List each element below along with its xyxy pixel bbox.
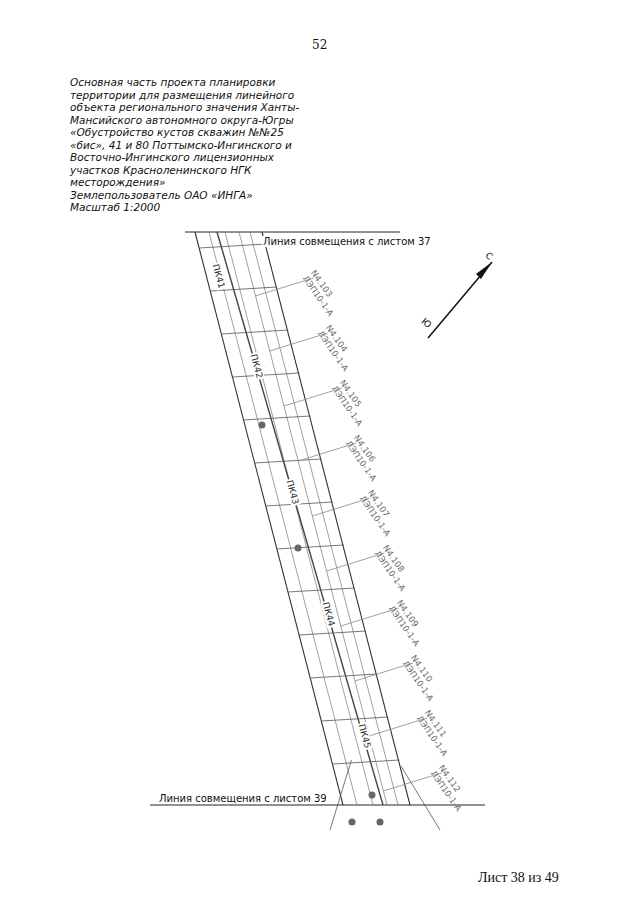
- pole-label: N4.111ЛЭП10-1-А: [415, 708, 458, 758]
- compass-letter: Ю: [420, 316, 434, 330]
- grid-line: [221, 330, 288, 334]
- picket-label: ПК43: [284, 478, 301, 506]
- survey-point: [377, 819, 384, 826]
- pole-label: N4.108ЛЭП10-1-А: [372, 543, 415, 593]
- sheet-note: Лист 38 из 49: [478, 870, 559, 886]
- grid-line: [244, 416, 311, 420]
- compass-letter: С: [484, 250, 495, 262]
- survey-point: [259, 422, 266, 429]
- match-line: [150, 805, 485, 806]
- grid-line: [332, 760, 399, 764]
- grid-line: [299, 631, 366, 635]
- north-arrow: [428, 262, 492, 338]
- picket-label: ПК44: [320, 600, 337, 628]
- title-note: Землепользователь ОАО «ИНГА»: [70, 189, 312, 202]
- north-arrow-head: [476, 262, 492, 279]
- pole-label: N4.106ЛЭП10-1-А: [344, 433, 387, 483]
- corridor-line: [262, 232, 410, 805]
- picket-label: ПК45: [356, 722, 373, 750]
- corridor-line: [250, 232, 398, 805]
- corridor-line: [209, 232, 357, 805]
- sheet-note: Линия совмещения с листом 37: [262, 236, 432, 247]
- picket-label: ПК41: [210, 262, 227, 290]
- pole-label: N4.110ЛЭП10-1-А: [401, 653, 444, 703]
- grid-line: [277, 545, 344, 549]
- pole-label: N4.109ЛЭП10-1-А: [386, 598, 429, 648]
- grid-line: [288, 588, 355, 592]
- pole-label: N4.107ЛЭП10-1-А: [358, 488, 401, 538]
- title-block: Основная часть проекта планировки террит…: [70, 76, 312, 214]
- corridor-line: [239, 232, 387, 805]
- title: Основная часть проекта планировки террит…: [70, 76, 312, 189]
- survey-point: [369, 792, 376, 799]
- road-line: [330, 760, 351, 830]
- survey-point: [349, 819, 356, 826]
- pole-label: N4.103ЛЭП10-1-А: [301, 268, 344, 318]
- corridor: [150, 232, 492, 830]
- pole-label: N4.104ЛЭП10-1-А: [315, 323, 358, 373]
- sheet-note: Линия совмещения с листом 39: [158, 793, 328, 804]
- grid-line: [255, 459, 322, 463]
- pole-label: N4.105ЛЭП10-1-А: [330, 378, 373, 428]
- grid-line: [321, 717, 388, 721]
- grid-line: [199, 244, 266, 248]
- sheet-note: 52: [312, 38, 327, 52]
- grid-line: [232, 373, 299, 377]
- survey-point: [295, 545, 302, 552]
- title-note: Масштаб 1:2000: [70, 201, 312, 214]
- corridor-line: [195, 232, 343, 805]
